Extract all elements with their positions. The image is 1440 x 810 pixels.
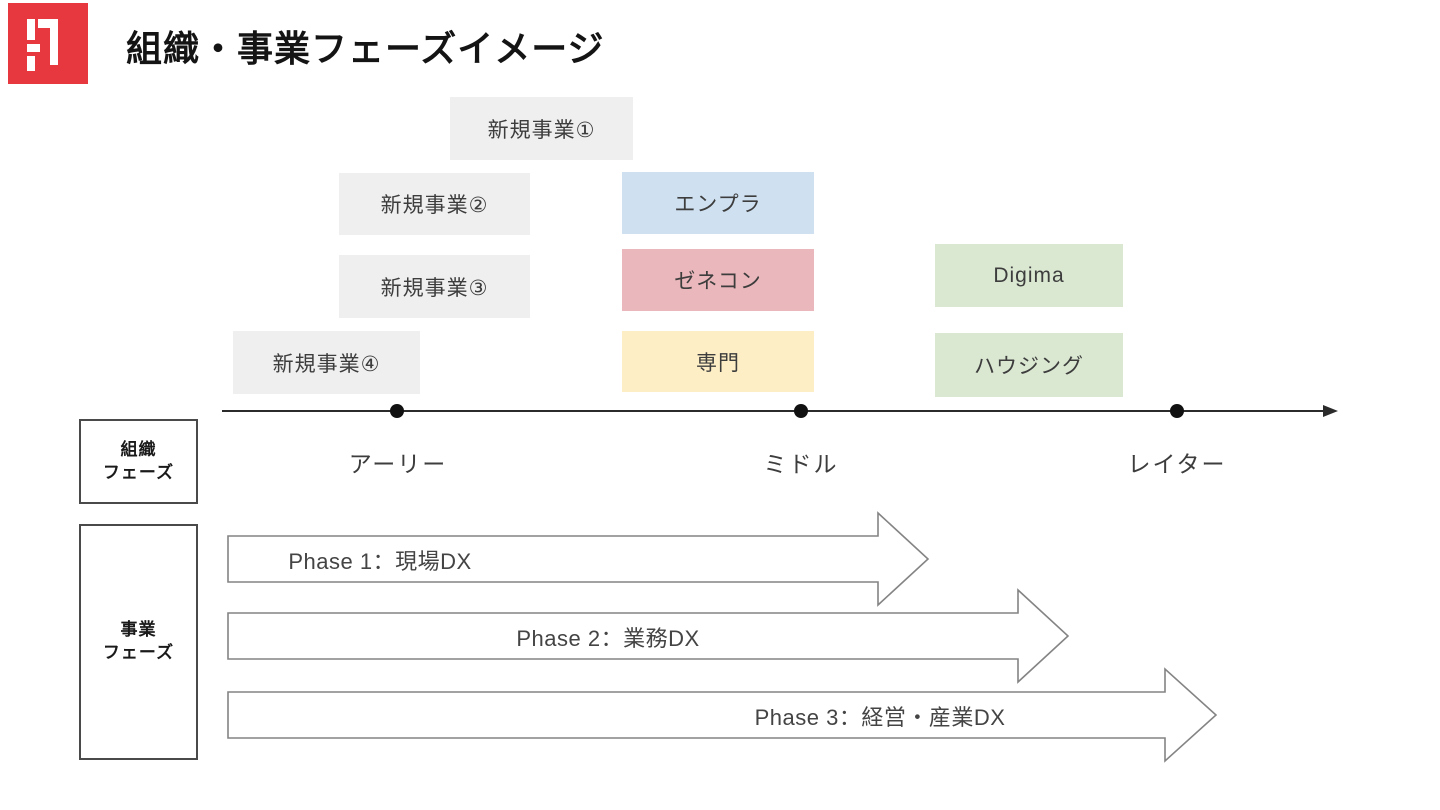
stage-label-middle: ミドル xyxy=(763,451,839,477)
box-new-business-3: 新規事業③ xyxy=(339,255,530,318)
org-phase-line2: フェーズ xyxy=(102,462,175,482)
timeline-dot-early xyxy=(390,404,404,418)
timeline-dot-middle xyxy=(794,404,808,418)
box-digima: Digima xyxy=(935,244,1123,307)
biz-phase-line2: フェーズ xyxy=(102,643,175,662)
phase2-label: Phase 2：業務DX xyxy=(516,626,700,651)
org-phase-header: 組織 フェーズ xyxy=(79,419,198,504)
logo-glyph xyxy=(27,19,58,71)
phase3-arrow xyxy=(227,667,1218,763)
box-specialist: 専門 xyxy=(622,331,814,392)
page-title: 組織・事業フェーズイメージ xyxy=(126,28,605,69)
stage-label-early: アーリー xyxy=(348,451,448,477)
company-logo-icon xyxy=(8,3,88,84)
org-phase-line1: 組織 xyxy=(120,439,157,459)
box-new-business-4: 新規事業④ xyxy=(233,331,420,394)
box-new-business-2: 新規事業② xyxy=(339,173,530,235)
box-new-business-1: 新規事業① xyxy=(450,97,633,160)
stage-label-later: レイター xyxy=(1127,451,1227,477)
biz-phase-line1: 事業 xyxy=(120,620,157,640)
timeline-arrowhead-icon xyxy=(1323,405,1338,417)
box-enterprise: エンプラ xyxy=(622,172,814,234)
phase1-label: Phase 1：現場DX xyxy=(288,549,472,574)
box-general-contractor: ゼネコン xyxy=(622,249,814,311)
box-housing: ハウジング xyxy=(935,333,1123,397)
phase3-label: Phase 3：経営・産業DX xyxy=(754,705,1006,730)
timeline-dot-later xyxy=(1170,404,1184,418)
biz-phase-header: 事業 フェーズ xyxy=(79,524,198,760)
